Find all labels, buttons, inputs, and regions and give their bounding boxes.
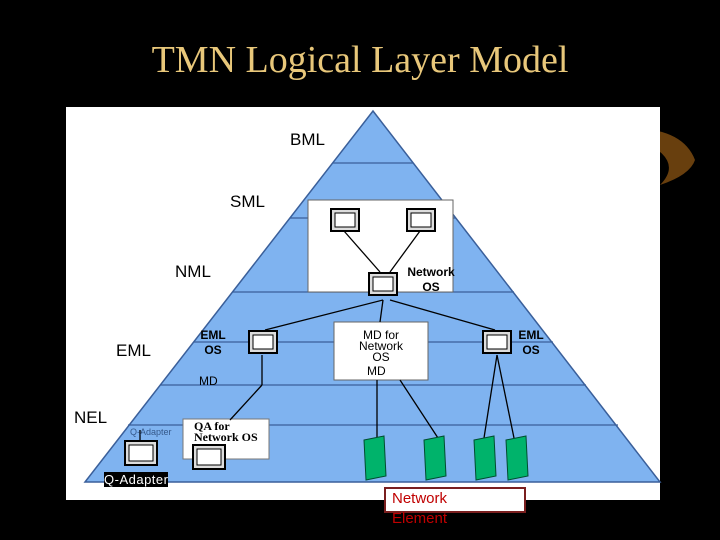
md-network-os-label: MD for Network OS [358,328,403,364]
layer-label-nml: NML [175,262,211,281]
q-adapter-label: Q-Adapter [104,472,169,487]
layer-label-sml: SML [230,192,265,211]
decorative-swoosh [600,128,695,185]
layer-label-bml: BML [290,130,325,149]
monitor-icon-eml-left [248,330,278,354]
monitor-icon-eml-right [482,330,512,354]
network-element-label: Network Element [392,490,448,527]
eml-os-right-label: EML OS [518,328,544,357]
q-adapter-faint-label: Q-Adapter [130,427,172,437]
monitor-icon-qa [192,444,226,470]
md-network-os-box [333,321,429,381]
network-element-cluster [363,435,529,481]
monitor-icon-sml-right [406,208,436,232]
layer-label-nel: NEL [74,408,108,427]
slide-title: TMN Logical Layer Model [151,39,569,81]
qa-network-os-label: QA for Network OS [194,419,258,444]
monitor-icon-q-adapter [124,440,158,466]
md-center-label: MD [367,364,386,378]
monitor-icon-sml-left [330,208,360,232]
eml-os-left-label: EML OS [200,328,226,357]
md-left-label: MD [199,374,218,388]
monitor-icon-network-os [368,272,398,296]
network-element-box [384,487,526,513]
pyramid-shape [83,109,662,483]
layer-label-eml: EML [116,341,151,360]
network-os-label: Network OS [407,265,455,294]
